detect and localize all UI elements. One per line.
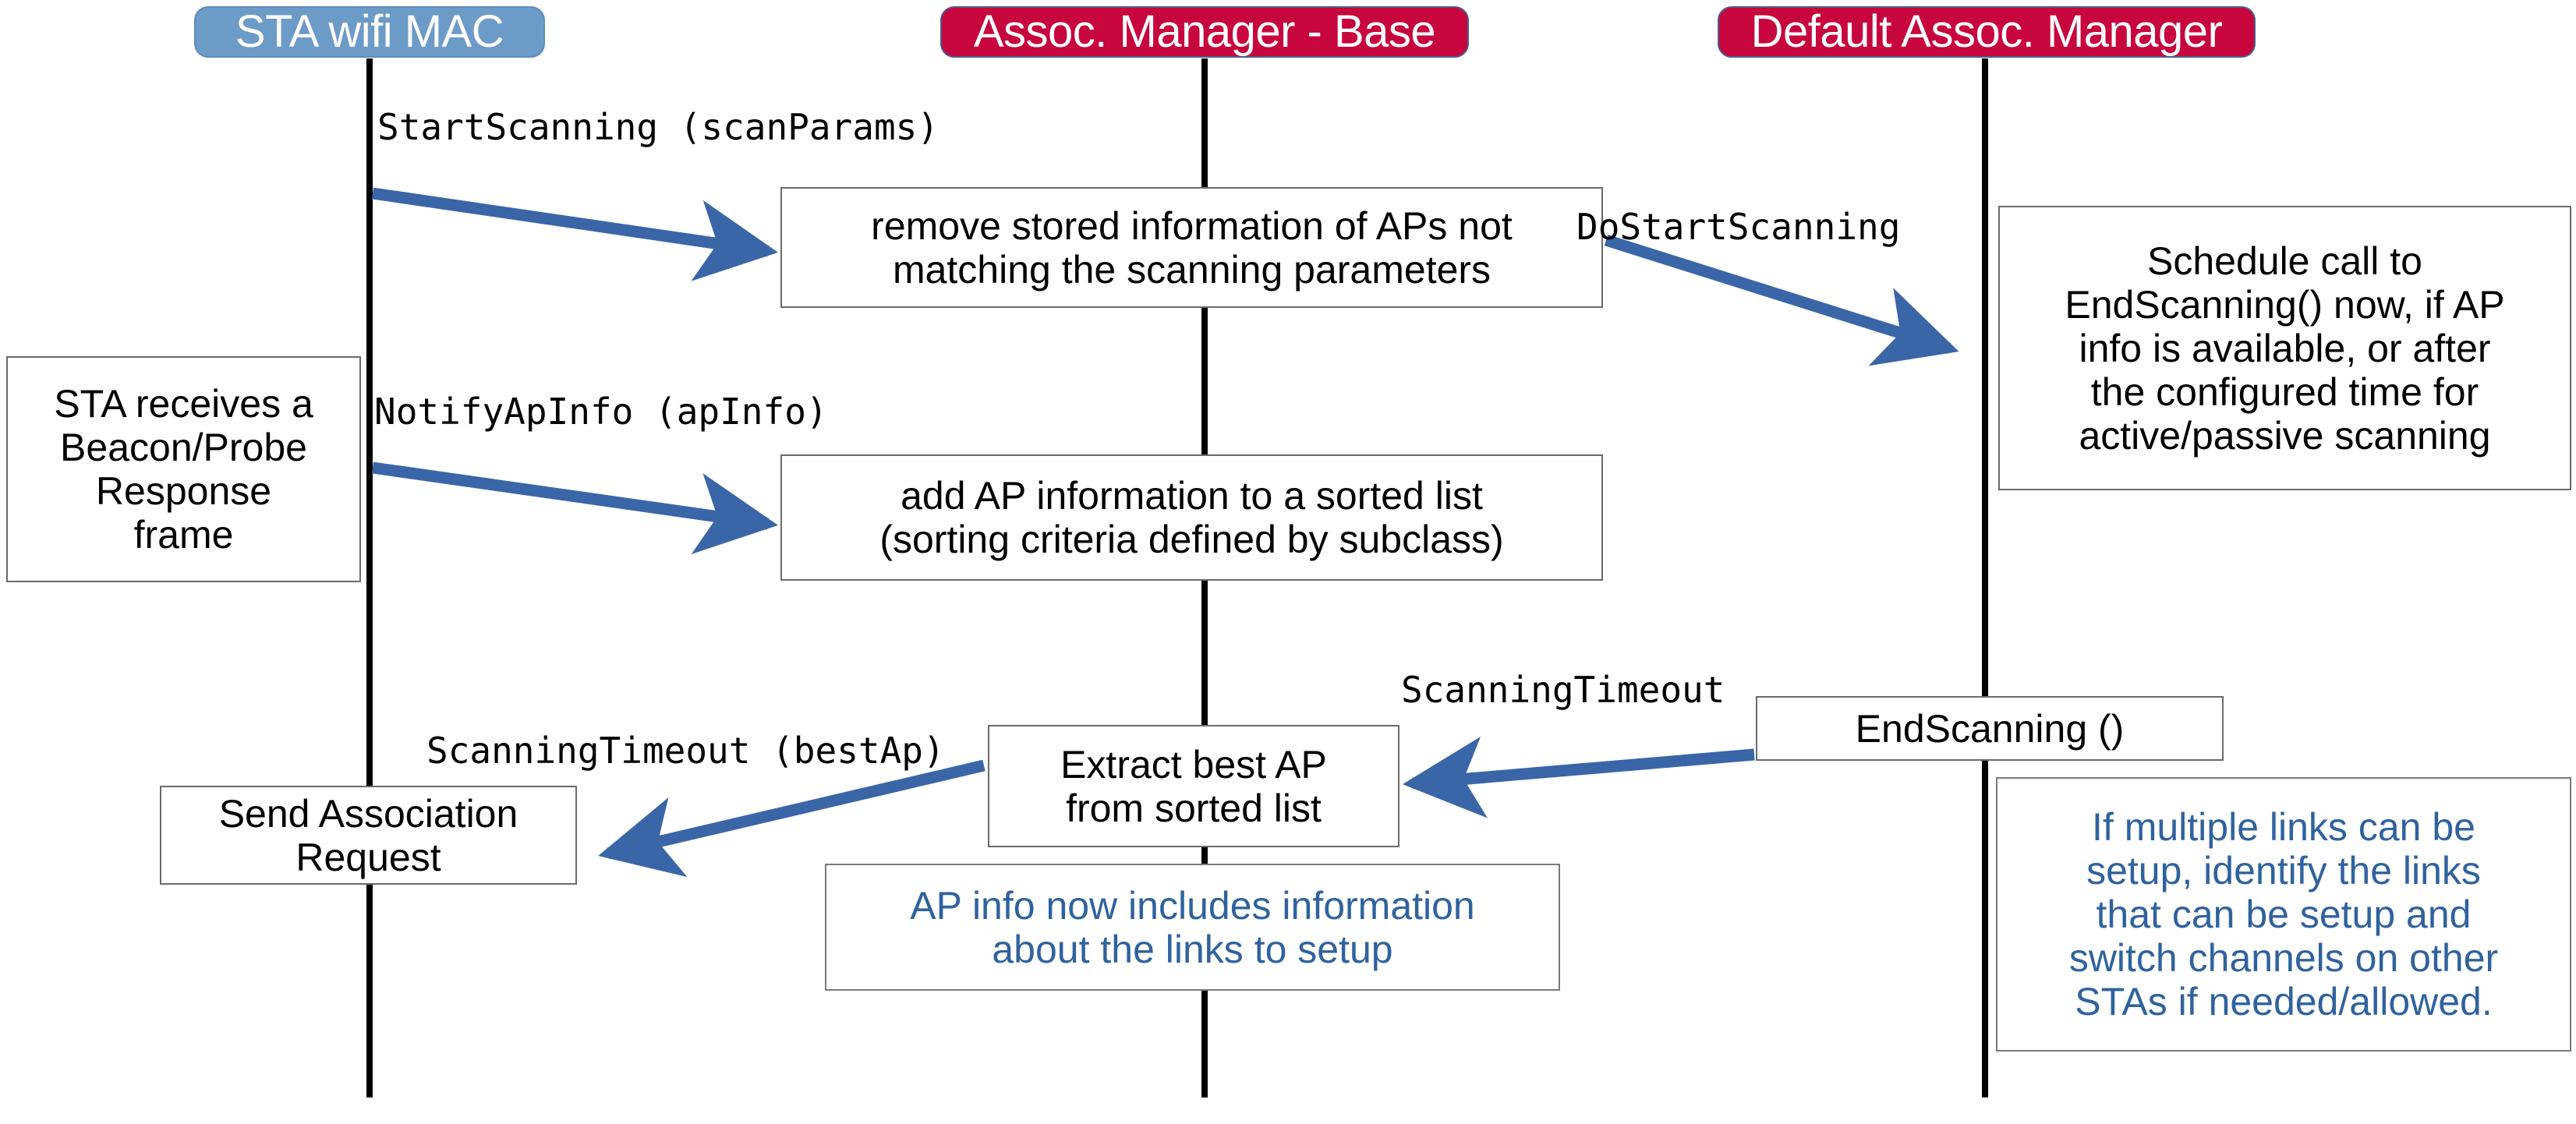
action-box-line: Request: [295, 835, 441, 879]
lifeline-header-sta[interactable]: STA wifi MAC: [194, 6, 545, 58]
note-box-line: If multiple links can be: [2092, 805, 2475, 849]
action-box-endscanning[interactable]: EndScanning (): [1756, 696, 2224, 761]
note-box-line: AP info now includes information: [910, 883, 1475, 928]
action-box-line: Schedule call to: [2146, 239, 2422, 283]
arrow-do-start-scanning: [1604, 234, 1959, 366]
lifeline-header-base[interactable]: Assoc. Manager - Base: [940, 6, 1469, 58]
lifeline-header-default-label: Default Assoc. Manager: [1750, 6, 2223, 57]
action-box-line: add AP information to a sorted list: [901, 474, 1483, 518]
action-box-line: EndScanning() now, if AP: [2065, 282, 2505, 327]
note-box-multiple-links[interactable]: If multiple links can be setup, identify…: [1996, 777, 2571, 1052]
arrow-start-scanning: [371, 187, 778, 281]
action-box-line: Response: [95, 469, 272, 513]
action-box-line: matching the scanning parameters: [892, 247, 1491, 292]
arrow-scanning-timeout: [1402, 736, 1755, 818]
note-box-line: about the links to setup: [992, 927, 1393, 971]
message-text: NotifyApInfo (apInfo): [374, 391, 828, 433]
action-box-line: Send Association: [218, 791, 518, 836]
note-box-ap-info[interactable]: AP info now includes information about t…: [825, 864, 1560, 991]
action-box-line: Beacon/Probe: [60, 426, 307, 469]
action-box-sta-receives-frame[interactable]: STA receives a Beacon/Probe Response fra…: [6, 356, 361, 582]
lifeline-header-sta-label: STA wifi MAC: [235, 6, 504, 57]
note-box-line: switch channels on other: [2068, 936, 2499, 980]
arrow-notify-ap-info: [371, 461, 778, 555]
action-box-line: frame: [133, 513, 234, 557]
note-box-line: that can be setup and: [2096, 892, 2472, 936]
action-box-remove-aps[interactable]: remove stored information of APs not mat…: [780, 187, 1603, 308]
action-box-line: STA receives a: [54, 382, 313, 426]
action-box-line: info is available, or after: [2079, 326, 2491, 370]
arrow-scanning-timeout-bestap: [598, 759, 985, 878]
lifeline-header-default[interactable]: Default Assoc. Manager: [1718, 6, 2256, 58]
message-label-notify-ap-info: NotifyApInfo (apInfo): [374, 394, 828, 429]
message-label-do-start-scanning: DoStartScanning: [1576, 209, 1900, 245]
message-label-scanning-timeout: ScanningTimeout: [1401, 672, 1725, 708]
action-box-line: Extract best AP: [1060, 742, 1327, 786]
message-text: ScanningTimeout: [1401, 669, 1725, 711]
message-label-scanning-timeout-bestap: ScanningTimeout (bestAp): [426, 733, 945, 769]
note-box-line: STAs if needed/allowed.: [2075, 980, 2493, 1023]
action-box-send-assoc-request[interactable]: Send Association Request: [160, 786, 577, 885]
message-label-start-scanning: StartScanning (scanParams): [377, 109, 939, 145]
action-box-line: remove stored information of APs not: [871, 203, 1513, 248]
action-box-line: active/passive scanning: [2079, 413, 2491, 458]
message-arrows: [371, 187, 1959, 878]
action-box-line: (sorting criteria defined by subclass): [879, 518, 1504, 561]
message-text: ScanningTimeout (bestAp): [426, 730, 945, 772]
message-text: DoStartScanning: [1576, 206, 1901, 248]
action-box-extract-best-ap[interactable]: Extract best AP from sorted list: [988, 725, 1399, 847]
message-text: StartScanning (scanParams): [377, 106, 939, 148]
lifeline-header-base-label: Assoc. Manager - Base: [973, 6, 1436, 57]
note-box-line: setup, identify the links: [2086, 849, 2481, 892]
action-box-line: the configured time for: [2090, 369, 2479, 414]
action-box-line: EndScanning (): [1855, 706, 2125, 751]
action-box-add-ap-info[interactable]: add AP information to a sorted list (sor…: [780, 454, 1603, 581]
action-box-schedule-endscanning[interactable]: Schedule call to EndScanning() now, if A…: [1998, 206, 2571, 490]
action-box-line: from sorted list: [1066, 786, 1322, 830]
